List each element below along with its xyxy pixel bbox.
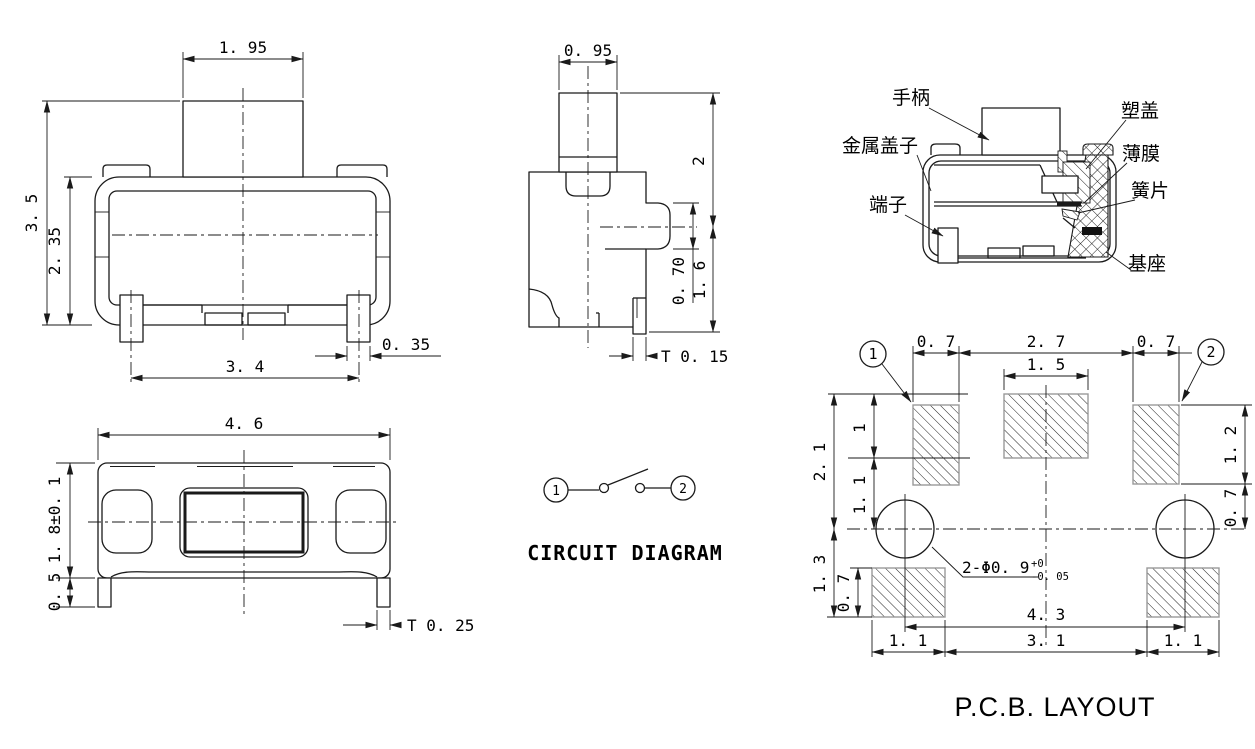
section-contact	[1082, 227, 1102, 235]
label-terminal: 端子	[869, 194, 907, 216]
bottom-right-leg	[376, 577, 391, 608]
front-right-leg	[346, 294, 371, 343]
label-base: 基座	[1128, 253, 1166, 275]
label-metal-cover: 金属盖子	[842, 135, 918, 157]
section-spring	[1061, 208, 1081, 221]
pcb-callout-2-circle	[1197, 338, 1225, 366]
side-center-lines	[587, 66, 697, 348]
circuit-contact-right	[634, 482, 646, 494]
dim-bottom-left-pad: 1. 1	[889, 631, 928, 650]
label-spring: 簧片	[1131, 180, 1169, 202]
label-plastic-cover: 塑盖	[1121, 100, 1159, 122]
pcb-left-dimensions: 2. 1 1 1. 1 1. 3 0. 7	[810, 393, 878, 618]
pcb-reference-lines	[827, 385, 1248, 648]
label-film: 薄膜	[1122, 143, 1160, 165]
dim-leg-span: 3. 4	[226, 357, 265, 376]
front-edge-ticks	[95, 211, 390, 258]
section-view: 手柄 金属盖子 端子 塑盖 薄膜 簧片 基座	[842, 87, 1169, 275]
front-left-leg	[119, 294, 144, 343]
pcb-bottom-right-pad	[1146, 567, 1220, 618]
bottom-view: 4. 6 1. 8±0. 1 0. 5 T 0. 25	[45, 414, 474, 635]
side-leg	[632, 297, 646, 327]
dim-pad2-width: 0. 7	[1137, 332, 1176, 351]
pcb-callout-1-label: 1	[868, 345, 877, 363]
circuit-switch-lever	[607, 468, 649, 486]
dim-boss-height: 0. 70	[669, 257, 688, 305]
circuit-diagram: 1 2 CIRCUIT DIAGRAM	[527, 468, 723, 565]
pcb-title: P.C.B. LAYOUT	[954, 692, 1155, 722]
dim-pad2-to-center: 0. 7	[1221, 489, 1240, 528]
dim-center-pad-width: 1. 5	[1027, 355, 1066, 374]
front-dimensions: 1. 95 3. 5 2. 35 3. 4 0. 35	[22, 38, 441, 382]
front-view: 1. 95 3. 5 2. 35 3. 4 0. 35	[22, 38, 441, 385]
dim-pads-gap: 2. 7	[1027, 332, 1066, 351]
dim-pad1-width: 0. 7	[917, 332, 956, 351]
pcb-pad-2	[1132, 404, 1180, 485]
pcb-callouts: 1 2	[859, 338, 1225, 403]
label-handle: 手柄	[892, 87, 930, 109]
dim-total-height-pcb: 2. 1	[810, 443, 829, 482]
dim-total-width: 4. 6	[225, 414, 264, 433]
dim-knob-width: 1. 95	[219, 38, 267, 57]
dim-bottom-right-pad: 1. 1	[1164, 631, 1203, 650]
section-stem	[1041, 175, 1079, 194]
section-top-left-bump	[930, 143, 961, 155]
dim-side-knob-width: 0. 95	[564, 41, 612, 60]
pcb-right-dimensions: 1. 2 0. 7	[1181, 404, 1252, 530]
dim-lower-height: 1. 6	[690, 261, 709, 300]
dim-pad-to-center: 1. 1	[850, 476, 869, 515]
pcb-hole-note: 2-Φ0. 9 +0 -0. 05	[931, 546, 1069, 583]
pcb-bottom-left-pad	[871, 567, 946, 618]
bottom-right-cavity	[335, 489, 387, 554]
dim-center-pad-height: 1	[850, 423, 869, 433]
dim-bottom-pad-height: 0. 7	[834, 574, 853, 613]
side-inner-contour	[528, 288, 560, 327]
front-bottom-detail	[143, 304, 347, 326]
circuit-terminal-2	[670, 475, 696, 501]
pcb-top-dimensions: 0. 7 2. 7 0. 7 1. 5	[912, 332, 1192, 402]
dim-hole-span: 4. 3	[1027, 605, 1066, 624]
front-left-ear	[102, 164, 151, 177]
section-top-right-bump	[1082, 143, 1114, 156]
dim-bottom-gap: 3. 1	[1027, 631, 1066, 650]
side-view: 0. 95 2 1. 6 0. 70 T 0. 15	[528, 41, 728, 366]
bottom-left-leg	[97, 577, 112, 608]
hole-note-lower-tolerance: -0. 05	[1031, 571, 1069, 583]
hole-note-upper-tolerance: +0	[1031, 558, 1044, 570]
dim-terminal-thickness-side: T 0. 15	[661, 347, 728, 366]
dim-leg-length: 0. 5	[45, 573, 64, 612]
dim-below-center: 1. 3	[810, 555, 829, 594]
side-dimensions: 0. 95 2 1. 6 0. 70 T 0. 15	[558, 41, 728, 366]
hole-note-main: 2-Φ0. 9	[962, 558, 1029, 577]
circuit-title: CIRCUIT DIAGRAM	[527, 541, 723, 565]
circuit-terminal-1-label: 1	[552, 484, 560, 499]
dim-leg-width: 0. 35	[382, 335, 430, 354]
section-labels: 手柄 金属盖子 端子 塑盖 薄膜 簧片 基座	[842, 87, 1169, 275]
dim-upper-height: 2	[689, 156, 708, 166]
bottom-center-lines	[88, 450, 400, 614]
side-middle-stub	[596, 312, 600, 327]
pcb-layout: 0. 7 2. 7 0. 7 1. 5 2. 1 1 1. 1 1. 3 0. …	[810, 332, 1252, 722]
front-body-inner-outline	[108, 190, 377, 306]
section-plastic-strip-hatch	[1057, 150, 1068, 173]
dim-body-depth: 1. 8±0. 1	[45, 477, 64, 564]
pcb-callout-2-label: 2	[1206, 343, 1215, 361]
section-handle	[981, 107, 1061, 156]
section-terminal	[937, 227, 959, 264]
pcb-pad-1	[912, 404, 960, 486]
dim-body-height: 2. 35	[45, 227, 64, 275]
front-center-lines	[112, 88, 378, 385]
circuit-contact-left	[598, 482, 610, 494]
front-right-ear	[336, 164, 388, 177]
dim-total-height: 3. 5	[22, 194, 41, 233]
circuit-terminal-2-label: 2	[679, 482, 687, 497]
pcb-bottom-dimensions: 4. 3 1. 1 3. 1 1. 1	[871, 605, 1220, 657]
pcb-callout-1-circle	[859, 340, 887, 368]
bottom-left-cavity	[101, 489, 153, 554]
bottom-dimensions: 4. 6 1. 8±0. 1 0. 5 T 0. 25	[45, 414, 474, 635]
dim-pad2-height: 1. 2	[1221, 426, 1240, 465]
dim-terminal-thickness-bottom: T 0. 25	[407, 616, 474, 635]
